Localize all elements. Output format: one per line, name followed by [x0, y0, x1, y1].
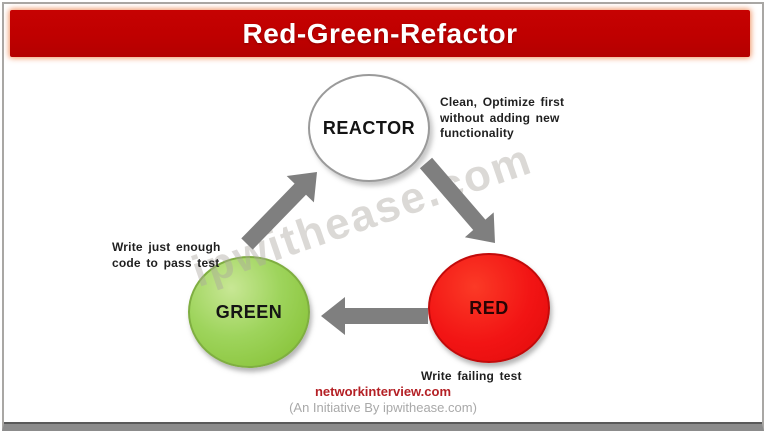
node-red-label: RED [469, 297, 509, 318]
arrow-green-to-refactor-icon [241, 172, 317, 250]
node-green-label: GREEN [215, 301, 283, 322]
title-banner: Red-Green-Refactor [10, 10, 750, 57]
diagram-frame: Red-Green-Refactor ipwithease.com REACTO… [2, 2, 764, 431]
page-title: Red-Green-Refactor [242, 17, 518, 49]
refactor-annotation: Clean, Optimize first without adding new… [440, 95, 565, 141]
footer: networkinterview.com (An Initiative By i… [4, 384, 762, 415]
cycle-arrows [241, 157, 495, 335]
arrow-refactor-to-red-icon [419, 157, 495, 243]
footer-initiative-text: (An Initiative By ipwithease.com) [289, 400, 477, 415]
node-refactor: REACTOR [308, 74, 430, 182]
node-red: RED [428, 253, 550, 363]
footer-site-text: networkinterview.com [314, 384, 452, 399]
red-annotation: Write failing test [421, 369, 522, 383]
node-refactor-label: REACTOR [322, 117, 416, 138]
green-annotation: Write just enough code to pass test [112, 240, 221, 270]
node-green: GREEN [188, 256, 310, 368]
arrow-red-to-green-icon [321, 297, 428, 335]
